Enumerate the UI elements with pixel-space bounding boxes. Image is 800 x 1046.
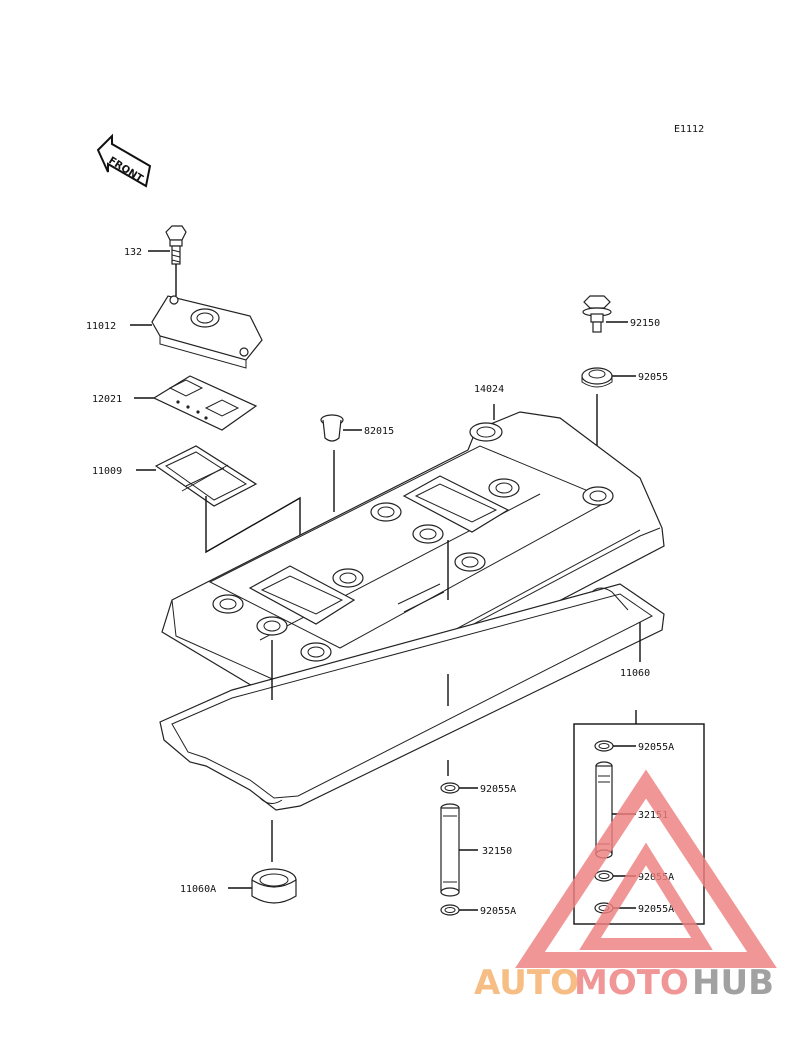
bolt-92150: [582, 295, 628, 333]
plate-12021: [134, 375, 258, 431]
label-92055A-center-top: 92055A: [480, 784, 516, 795]
label-32151: 32151: [638, 810, 668, 821]
label-92055: 92055: [638, 372, 668, 383]
seal-11060A: [228, 868, 297, 904]
label-92055A-box-top: 92055A: [638, 742, 674, 753]
label-12021: 12021: [92, 394, 122, 405]
label-32150: 32150: [482, 846, 512, 857]
grommet-82015: [320, 414, 362, 512]
label-11060A: 11060A: [180, 884, 216, 895]
watermark-text-moto: MOTO: [574, 963, 689, 1003]
o-ring-92055A-top: [440, 782, 478, 794]
bolt-132: [148, 225, 187, 296]
o-ring-92055A-box-top: [594, 740, 636, 752]
watermark-logo: AUTO MOTO HUB: [474, 769, 777, 1003]
head-cover-14024: [161, 404, 665, 717]
o-ring-92055A-box-mid: [594, 870, 636, 882]
watermark-text-auto: AUTO: [474, 963, 579, 1003]
label-132: 132: [124, 247, 142, 258]
pipe-32150: [440, 803, 478, 897]
diagram-code: E1112: [674, 124, 704, 135]
cover-11012: [130, 295, 263, 369]
washer-92055: [581, 367, 636, 490]
label-11009: 11009: [92, 466, 122, 477]
watermark-text-hub: HUB: [692, 963, 774, 1003]
gasket-11009: [136, 445, 258, 507]
label-92150: 92150: [630, 318, 660, 329]
front-arrow-icon: FRONT: [96, 133, 152, 188]
label-11012: 11012: [86, 321, 116, 332]
variant-box: [573, 723, 705, 925]
label-82015: 82015: [364, 426, 394, 437]
label-14024: 14024: [474, 384, 504, 395]
label-92055A-center-bottom: 92055A: [480, 906, 516, 917]
o-ring-92055A-bottom: [440, 904, 478, 916]
gasket-11060: [159, 583, 665, 811]
label-11060: 11060: [620, 668, 650, 679]
label-92055A-box-bottom: 92055A: [638, 904, 674, 915]
